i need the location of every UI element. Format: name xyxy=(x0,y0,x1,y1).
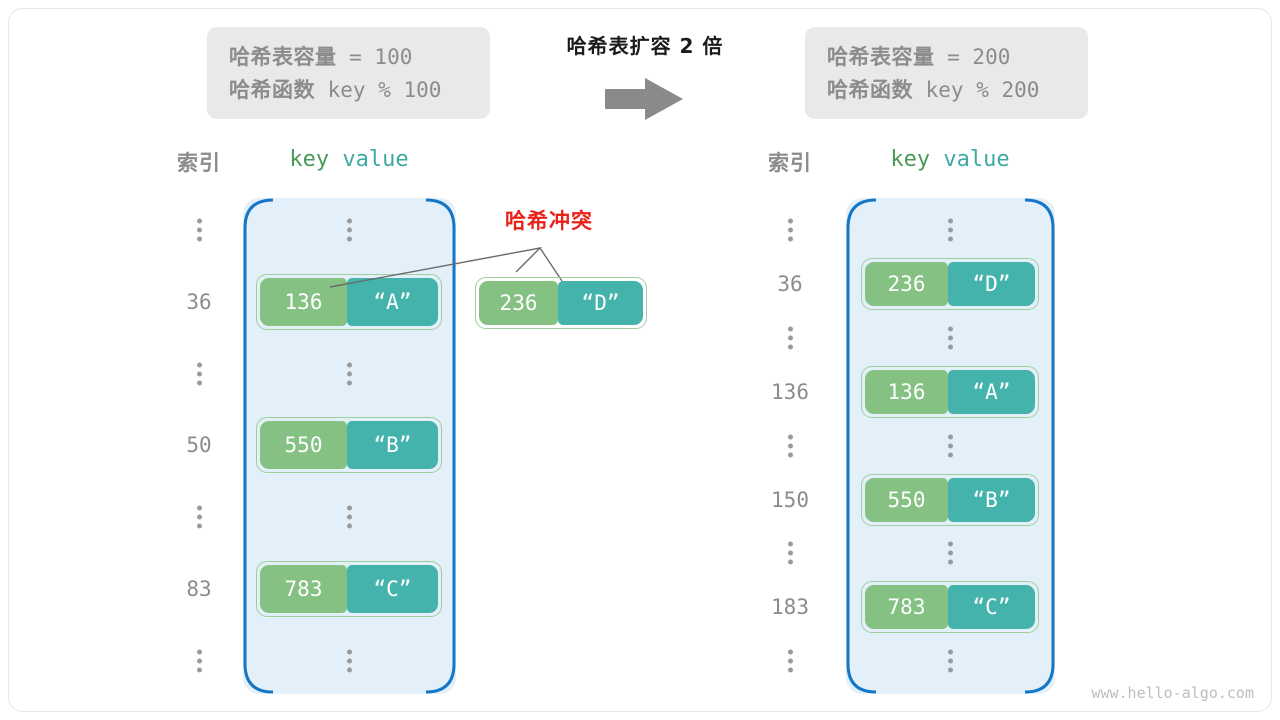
diagram-frame xyxy=(8,8,1272,712)
after-header-keyvalue: key value xyxy=(840,147,1060,172)
after-header-key: key xyxy=(890,147,931,172)
before-index-label: 50 xyxy=(186,433,212,458)
before-entry-key: 550 xyxy=(260,421,348,470)
watermark: www.hello-algo.com xyxy=(1091,684,1254,702)
before-header-key: key xyxy=(289,147,330,172)
before-entry-value: “A” xyxy=(347,277,438,326)
after-header-value: value xyxy=(943,147,1010,172)
after-entry-pair[interactable]: 236“D” xyxy=(861,257,1039,310)
before-row-ellipsis xyxy=(342,649,356,673)
before-capacity-expr: = 100 xyxy=(336,45,413,69)
after-entry-value: “D” xyxy=(948,261,1035,306)
before-header-keyvalue: key value xyxy=(239,147,459,172)
after-function-line: 哈希函数 key % 200 xyxy=(827,74,1066,107)
collision-label: 哈希冲突 xyxy=(505,209,593,233)
before-info-box: 哈希表容量 = 100 哈希函数 key % 100 xyxy=(207,27,490,119)
after-index-ellipsis xyxy=(783,218,797,242)
before-function-line: 哈希函数 key % 100 xyxy=(229,74,468,107)
before-index-label: 36 xyxy=(186,289,212,314)
right-arrow-icon xyxy=(605,78,683,120)
before-entry-pair[interactable]: 783“C” xyxy=(256,561,442,617)
before-entry-pair[interactable]: 136“A” xyxy=(256,273,442,330)
collision-entry-key: 236 xyxy=(479,281,559,325)
after-row-ellipsis xyxy=(943,541,957,565)
before-index-ellipsis xyxy=(192,362,206,386)
before-bucket-bracket xyxy=(243,198,456,694)
before-entry-pair[interactable]: 550“B” xyxy=(256,417,442,474)
collision-entry-pair[interactable]: 236 “D” xyxy=(475,277,647,329)
before-row-ellipsis xyxy=(342,218,356,242)
after-header-index: 索引 xyxy=(768,151,812,175)
before-index-ellipsis xyxy=(192,218,206,242)
after-entry-key: 550 xyxy=(865,477,949,522)
after-index-label: 150 xyxy=(771,487,809,512)
before-capacity-label: 哈希表容量 xyxy=(229,45,337,69)
before-entry-value: “C” xyxy=(347,565,438,613)
after-entry-key: 783 xyxy=(865,585,949,630)
after-capacity-label: 哈希表容量 xyxy=(827,45,935,69)
after-row-ellipsis xyxy=(943,434,957,458)
after-entry-value: “C” xyxy=(948,585,1035,630)
page-title: 哈希表扩容 2 倍 xyxy=(566,34,724,58)
after-entry-key: 236 xyxy=(865,261,949,306)
after-entry-value: “A” xyxy=(948,369,1035,414)
before-index-ellipsis xyxy=(192,505,206,529)
after-index-label: 183 xyxy=(771,595,809,620)
before-index-ellipsis xyxy=(192,649,206,673)
after-entry-value: “B” xyxy=(948,477,1035,522)
after-row-ellipsis xyxy=(943,218,957,242)
after-entry-key: 136 xyxy=(865,369,949,414)
before-entry-value: “B” xyxy=(347,421,438,470)
after-entry-pair[interactable]: 136“A” xyxy=(861,365,1039,418)
after-bucket-bracket xyxy=(846,198,1055,694)
collision-entry-value: “D” xyxy=(558,281,643,325)
before-row-ellipsis xyxy=(342,505,356,529)
after-capacity-expr: = 200 xyxy=(934,45,1011,69)
after-function-expr: key % 200 xyxy=(913,78,1040,102)
after-entry-pair[interactable]: 783“C” xyxy=(861,581,1039,634)
after-row-ellipsis xyxy=(943,326,957,350)
after-capacity-line: 哈希表容量 = 200 xyxy=(827,41,1066,74)
after-index-ellipsis xyxy=(783,541,797,565)
after-index-ellipsis xyxy=(783,326,797,350)
after-index-label: 136 xyxy=(771,379,809,404)
before-entry-key: 136 xyxy=(260,277,348,326)
after-index-ellipsis xyxy=(783,434,797,458)
after-index-ellipsis xyxy=(783,649,797,673)
after-function-label: 哈希函数 xyxy=(827,78,913,102)
after-row-ellipsis xyxy=(943,649,957,673)
before-header-index: 索引 xyxy=(177,151,221,175)
before-entry-key: 783 xyxy=(260,565,348,613)
before-row-ellipsis xyxy=(342,362,356,386)
after-info-box: 哈希表容量 = 200 哈希函数 key % 200 xyxy=(805,27,1088,119)
before-function-label: 哈希函数 xyxy=(229,78,315,102)
before-index-label: 83 xyxy=(186,577,212,601)
before-header-value: value xyxy=(342,147,409,172)
before-function-expr: key % 100 xyxy=(315,78,442,102)
after-index-label: 36 xyxy=(777,271,803,296)
before-capacity-line: 哈希表容量 = 100 xyxy=(229,41,468,74)
after-entry-pair[interactable]: 550“B” xyxy=(861,473,1039,526)
